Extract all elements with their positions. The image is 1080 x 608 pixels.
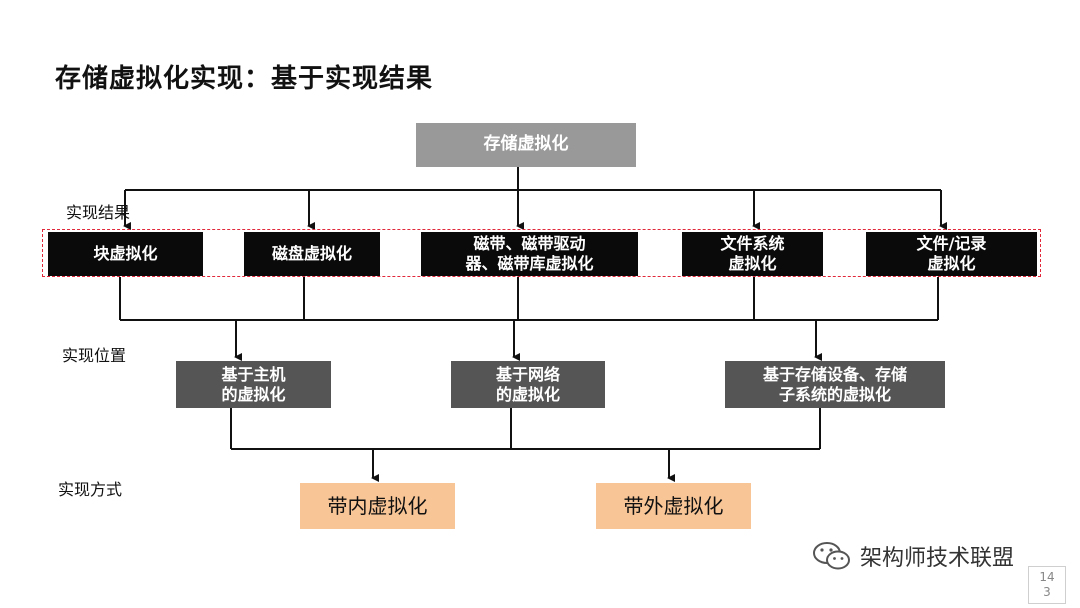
result-block-virtualization: 块虚拟化 bbox=[48, 232, 203, 276]
wechat-icon bbox=[813, 542, 850, 570]
label-location: 实现位置 bbox=[62, 346, 127, 365]
slide-title: 存储虚拟化实现：基于实现结果 bbox=[55, 64, 434, 94]
watermark-text: 架构师技术联盟 bbox=[860, 546, 1015, 571]
location-storage-device-based: 基于存储设备、存储 子系统的虚拟化 bbox=[725, 361, 945, 408]
page-number: 14 3 bbox=[1028, 566, 1066, 604]
result-tape-virtualization: 磁带、磁带驱动 器、磁带库虚拟化 bbox=[421, 232, 638, 276]
label-results: 实现结果 bbox=[66, 203, 131, 222]
location-host-based: 基于主机 的虚拟化 bbox=[176, 361, 331, 408]
results-group-border bbox=[42, 229, 1041, 277]
label-method: 实现方式 bbox=[58, 480, 123, 499]
result-filesystem-virtualization: 文件系统 虚拟化 bbox=[682, 232, 823, 276]
location-network-based: 基于网络 的虚拟化 bbox=[451, 361, 605, 408]
watermark: 架构师技术联盟 bbox=[812, 540, 1014, 572]
root-node: 存储虚拟化 bbox=[416, 123, 636, 167]
result-file-record-virtualization: 文件/记录 虚拟化 bbox=[866, 232, 1037, 276]
method-in-band: 带内虚拟化 bbox=[300, 483, 455, 529]
result-disk-virtualization: 磁盘虚拟化 bbox=[244, 232, 380, 276]
method-out-of-band: 带外虚拟化 bbox=[596, 483, 751, 529]
